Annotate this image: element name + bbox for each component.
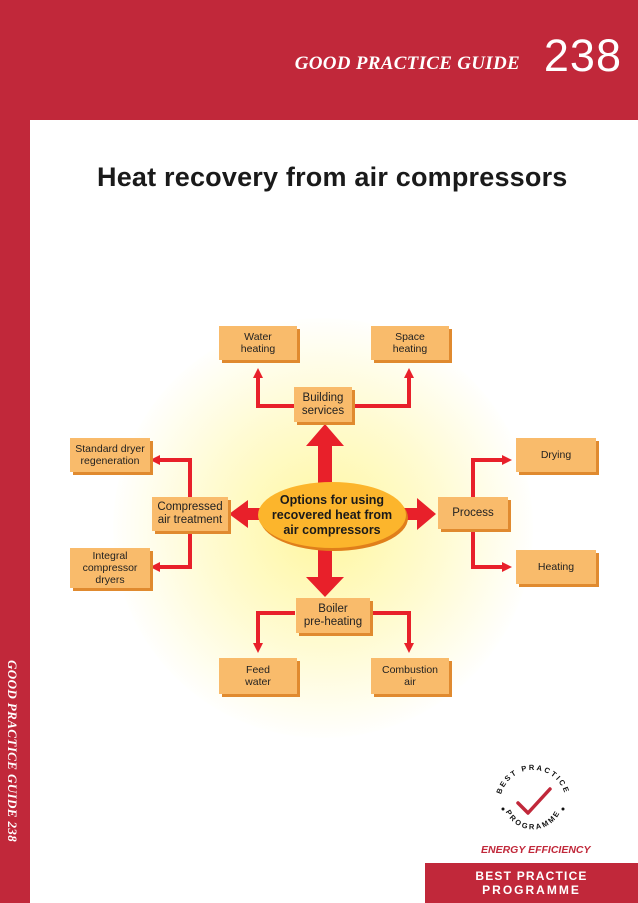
svg-text:PROGRAMME: PROGRAMME xyxy=(504,808,562,831)
node-boiler-preheating: Boiler pre-heating xyxy=(296,598,370,633)
arrow-right-big xyxy=(403,498,436,530)
arrow-to-standard-dryer xyxy=(150,455,192,500)
svg-text:BEST PRACTICE: BEST PRACTICE xyxy=(494,763,571,795)
arrow-down-big xyxy=(306,546,344,597)
footer-line-1: BEST PRACTICE xyxy=(475,869,588,883)
energy-efficiency-label: ENERGY EFFICIENCY xyxy=(481,844,591,856)
node-combustion-air: Combustion air xyxy=(371,658,449,694)
node-compressed-air-treatment: Compressed air treatment xyxy=(152,497,228,531)
best-practice-logo: BEST PRACTICE PROGRAMME xyxy=(494,763,571,831)
arrow-to-feed-water xyxy=(253,611,295,653)
spine-label: GOOD PRACTICE GUIDE 238 xyxy=(5,660,20,843)
arrow-up-big xyxy=(306,424,344,484)
arrow-to-water-heating xyxy=(253,368,295,408)
arrow-to-integral-dryers xyxy=(150,530,192,572)
arrow-to-combustion-air xyxy=(351,611,414,653)
node-building-services: Building services xyxy=(294,387,352,422)
node-standard-dryer-regeneration: Standard dryer regeneration xyxy=(70,438,150,472)
node-process: Process xyxy=(438,497,508,529)
node-center-options: Options for using recovered heat from ai… xyxy=(258,482,406,548)
node-integral-compressor-dryers: Integral compressor dryers xyxy=(70,548,150,588)
node-heating: Heating xyxy=(516,550,596,584)
footer-line-2: PROGRAMME xyxy=(482,883,581,897)
arrow-left-big xyxy=(229,500,262,528)
spine-band xyxy=(0,0,30,903)
node-space-heating: Space heating xyxy=(371,326,449,360)
page-title: Heat recovery from air compressors xyxy=(97,162,568,192)
guide-number: 238 xyxy=(543,30,622,81)
node-feed-water: Feed water xyxy=(219,658,297,694)
arrow-to-process-heating xyxy=(471,530,512,572)
header-band xyxy=(0,0,638,120)
node-water-heating: Water heating xyxy=(219,326,297,360)
arrow-to-drying xyxy=(471,455,512,500)
arrow-to-space-heating xyxy=(351,368,414,408)
node-drying: Drying xyxy=(516,438,596,472)
footer-band: BEST PRACTICE PROGRAMME xyxy=(425,863,638,903)
checkmark-icon xyxy=(516,787,552,815)
series-title: GOOD PRACTICE GUIDE xyxy=(294,53,520,74)
